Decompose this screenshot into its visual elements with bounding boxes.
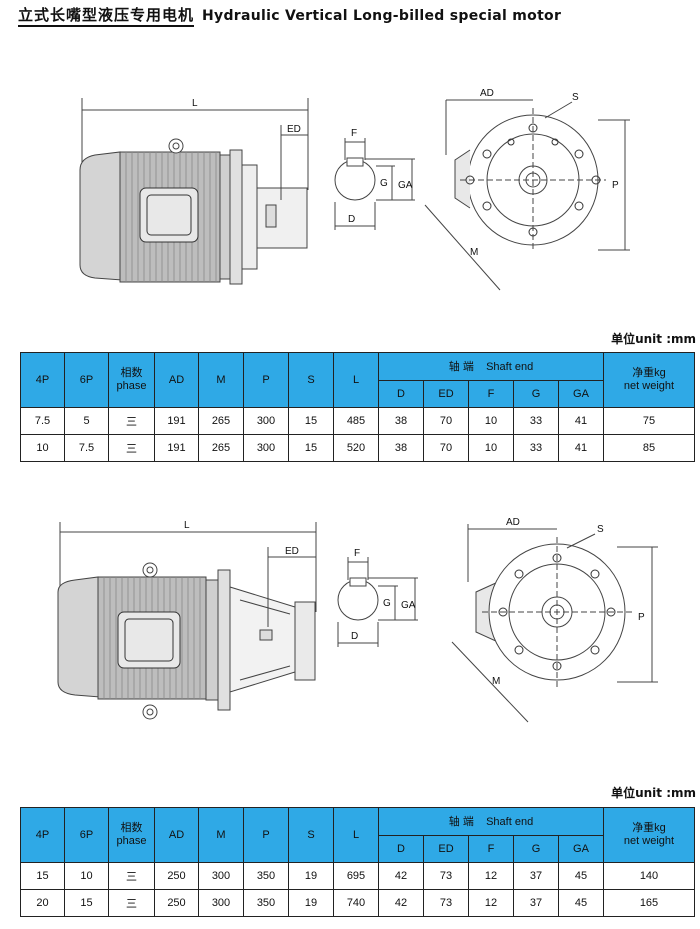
col-ga: GA	[558, 834, 604, 863]
col-f: F	[468, 834, 514, 863]
dim-label-L-2: L	[184, 520, 190, 531]
col-p: P	[243, 807, 289, 863]
dim-label-G-2: G	[383, 598, 391, 609]
col-4p: 4P	[20, 807, 65, 863]
dim-label-S-2: S	[597, 524, 604, 535]
title-en: Hydraulic Vertical Long-billed special m…	[202, 8, 562, 24]
col-g: G	[513, 834, 559, 863]
col-shaft-end: 轴 端 Shaft end	[378, 352, 604, 381]
dim-label-P: P	[612, 180, 619, 191]
dim-label-D: D	[348, 214, 355, 225]
col-d: D	[378, 834, 424, 863]
dim-label-F: F	[351, 128, 357, 139]
unit-label-2: 单位unit :mm	[611, 786, 696, 800]
col-ed: ED	[423, 379, 469, 408]
title-cn: 立式长嘴型液压专用电机	[18, 6, 195, 27]
col-ga: GA	[558, 379, 604, 408]
dim-label-M-2: M	[492, 676, 500, 687]
col-6p: 6P	[64, 352, 109, 408]
col-m: M	[198, 352, 244, 408]
col-l: L	[333, 807, 379, 863]
dim-label-GA-2: GA	[401, 600, 416, 611]
col-ad: AD	[154, 807, 199, 863]
col-f: F	[468, 379, 514, 408]
col-p: P	[243, 352, 289, 408]
dim-label-M: M	[470, 247, 478, 258]
col-m: M	[198, 807, 244, 863]
col-s: S	[288, 352, 334, 408]
dim-label-P-2: P	[638, 612, 645, 623]
dim-label-AD-2: AD	[506, 517, 520, 528]
col-4p: 4P	[20, 352, 65, 408]
motor-drawing-1: L ED F G GA D AD S P M	[79, 88, 630, 291]
col-g: G	[513, 379, 559, 408]
col-s: S	[288, 807, 334, 863]
dim-label-S: S	[572, 92, 579, 103]
unit-label-1: 单位unit :mm	[611, 332, 696, 346]
col-shaft-end: 轴 端 Shaft end	[378, 807, 604, 836]
col-6p: 6P	[64, 807, 109, 863]
dim-label-AD: AD	[480, 88, 494, 99]
dim-label-L: L	[192, 98, 198, 109]
page-title: 立式长嘴型液压专用电机 Hydraulic Vertical Long-bille…	[18, 4, 562, 27]
dim-label-ED: ED	[287, 124, 301, 135]
motor-drawing-2: L ED F G GA D AD S P M	[57, 517, 658, 723]
dim-label-GA: GA	[398, 180, 413, 191]
col-ed: ED	[423, 834, 469, 863]
col-ad: AD	[154, 352, 199, 408]
dim-label-F-2: F	[354, 548, 360, 559]
dim-label-G: G	[380, 178, 388, 189]
col-l: L	[333, 352, 379, 408]
dim-label-ED-2: ED	[285, 546, 299, 557]
col-d: D	[378, 379, 424, 408]
dim-label-D-2: D	[351, 631, 358, 642]
